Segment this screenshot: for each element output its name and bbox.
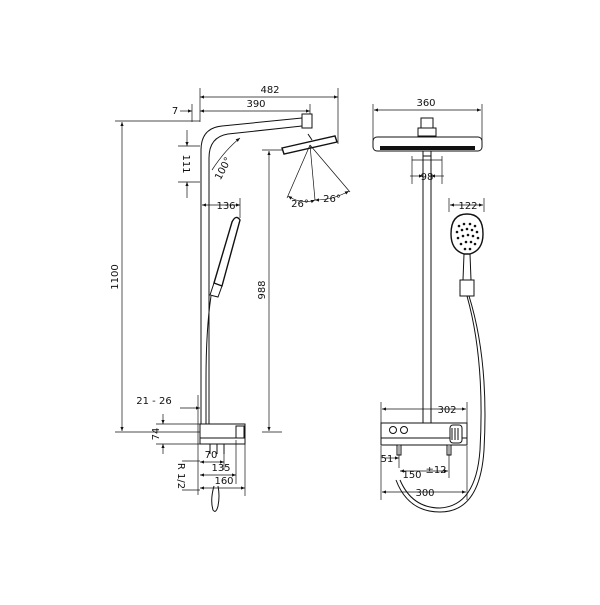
dim-hand-width: 136	[216, 201, 235, 212]
hand-shower-front	[450, 213, 484, 255]
hose-front-outer	[399, 295, 482, 509]
mixer-button-2	[400, 426, 408, 434]
arm-joint	[301, 113, 313, 129]
dim-mixer-depth: 135	[211, 463, 230, 474]
hand-nozzles	[455, 222, 480, 251]
nozzle-row	[380, 146, 475, 150]
dim-inlet-spacing: 70	[205, 450, 218, 461]
hand-shower	[213, 216, 241, 287]
dim-total-height: 1100	[110, 264, 121, 289]
overhead-shower-head	[281, 135, 338, 155]
dim-thread: R 1/2	[175, 463, 186, 489]
dim-inlet-centers: 150	[402, 470, 421, 481]
dim-hand-head-width: 122	[458, 201, 477, 212]
hand-holder	[459, 279, 475, 297]
dim-arm-drop: 111	[180, 154, 191, 173]
column-pipe-outer	[200, 117, 303, 440]
dim-shelf-depth: 160	[214, 476, 233, 487]
dim-spray-angle-left: 26°	[291, 199, 309, 210]
dim-wall-distance: 21 - 26	[136, 396, 171, 407]
thermostat-knob	[449, 424, 463, 444]
hose-front-inner	[395, 295, 486, 513]
dim-column-spacing: 98	[421, 172, 434, 183]
dim-wall-offset: 7	[172, 106, 178, 117]
dim-bracket-width: 300	[415, 488, 434, 499]
mixer-shelf	[199, 423, 246, 445]
dim-shelf-width: 302	[437, 405, 456, 416]
dim-head-width: 360	[416, 98, 435, 109]
dim-knob-offset: 51	[381, 454, 394, 465]
dim-head-height: 988	[257, 280, 268, 299]
mixer-button-1	[389, 426, 397, 434]
hose-side	[205, 295, 212, 440]
dim-total-width: 482	[260, 85, 279, 96]
hand-shower-grip	[462, 253, 472, 281]
dim-inlet-tolerance: ±12	[425, 465, 446, 476]
dim-arm-reach: 390	[246, 99, 265, 110]
shelf-front-knob	[235, 425, 245, 439]
dim-arm-angle: 100°	[213, 156, 234, 182]
dim-spray-angle-right: 26°	[323, 194, 341, 205]
column-pipe-inner	[208, 125, 303, 440]
hose-loop-side	[211, 485, 220, 512]
front-view: 360 98 122	[372, 98, 486, 513]
dim-mixer-height: 74	[151, 428, 162, 441]
side-view: 482 390 7 26° 26° 100° 111	[110, 85, 351, 512]
